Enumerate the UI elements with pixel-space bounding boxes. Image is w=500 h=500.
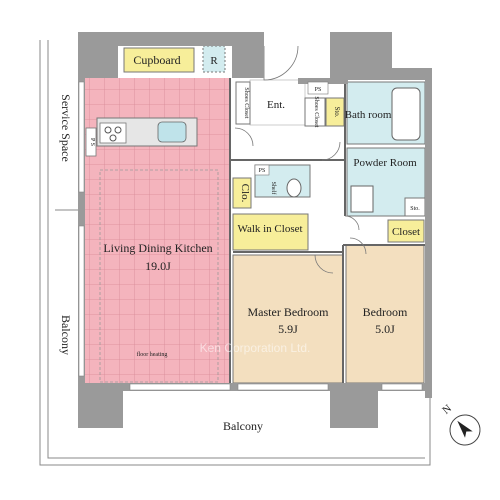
powder-room-label: Powder Room [353,157,417,169]
floor-heating-label: floor heating [137,351,168,358]
balcony-bottom-label: Balcony [223,419,263,433]
door-swings [234,45,367,274]
refrigerator-space [202,45,226,73]
ps-1-label: P S [89,138,95,146]
bathroom-label: Bath room [345,109,392,121]
clo-label: Clo. [239,184,251,203]
master-bedroom-size-label: 5.9J [278,322,298,336]
master-bedroom-floor [232,254,344,384]
entrance-label: Ent. [267,99,285,111]
cupboard-label: Cupboard [133,53,180,67]
bedroom-floor [345,244,425,384]
balcony-left-label: Balcony [59,315,73,355]
service-space-label: Service Space [59,94,73,162]
ps-3-label: PS [315,87,322,93]
shoes-closet-2-label: Shoes Closet [313,96,319,128]
kitchen-counter [96,117,198,147]
bathtub [391,87,421,141]
shelf-label: Shelf [270,182,277,195]
north-compass [449,414,481,446]
ps-box-2 [254,164,270,176]
bedroom-size-label: 5.0J [375,322,395,336]
windows [78,81,423,391]
bedroom-closet [387,219,425,243]
ldk-name-label: Living Dining Kitchen [103,241,212,255]
entrance-floor [249,79,306,126]
balcony-boundary [39,40,431,466]
ps-2-label: PS [259,168,266,174]
storage-top-label: Sto. [333,106,341,117]
master-bedroom-name-label: Master Bedroom [248,305,330,319]
washbasin [350,185,374,213]
compass-label: N [440,403,454,417]
closet-label: Closet [392,226,420,238]
ps-box-3 [307,81,329,95]
shoes-closet-1-label: Shoes Closet [243,87,249,119]
toilet [286,178,302,198]
storage-small-label: Sto. [410,206,420,212]
walk-in-closet [232,213,309,251]
cupboard [123,47,195,73]
shoes-closet-2 [304,97,326,127]
ps-box-1 [85,127,97,157]
clo-closet [232,177,252,209]
ldk-size-label: 19.0J [145,259,171,273]
bedroom-name-label: Bedroom [363,305,408,319]
shoes-closet-1 [235,81,251,125]
refrigerator-label: R [210,55,218,67]
walk-in-closet-label: Walk in Closet [237,223,302,235]
watermark: Ken Corporation Ltd. [200,341,311,355]
